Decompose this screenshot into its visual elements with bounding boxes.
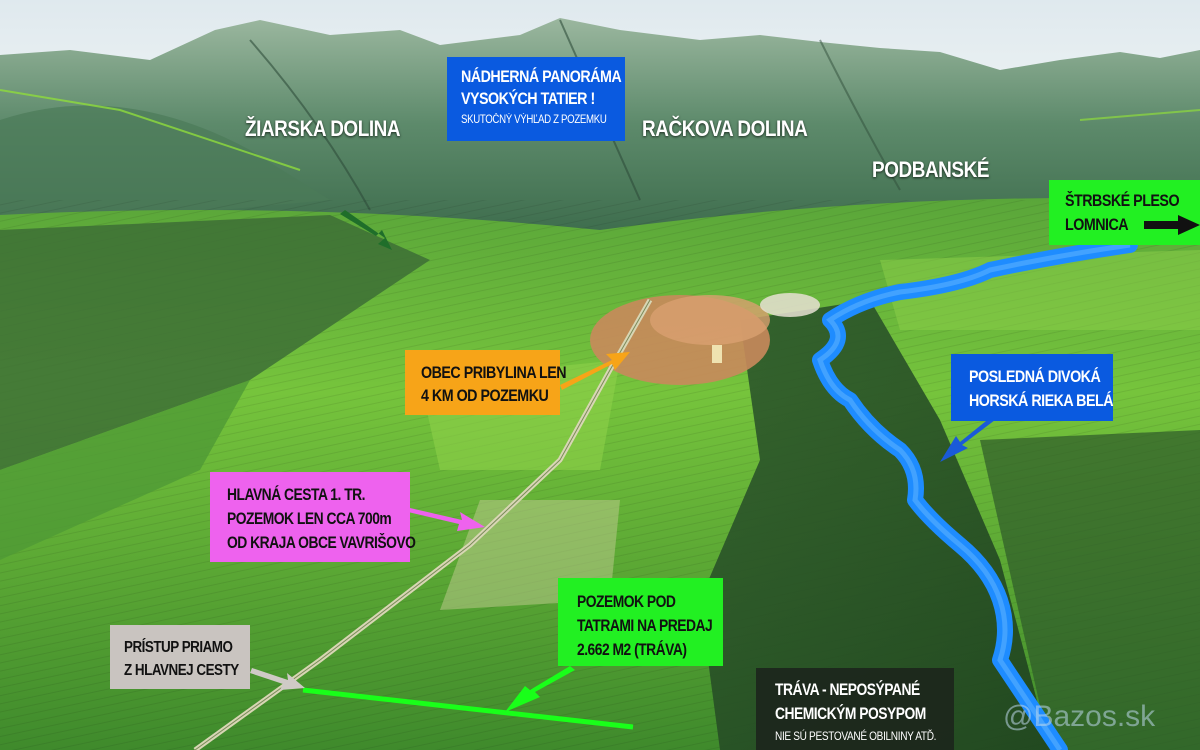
callout-pribylina-line1: OBEC PRIBYLINA LEN (421, 363, 567, 382)
callout-grass-title-1: TRÁVA - NEPOSÝPANÉ (775, 681, 920, 699)
callout-plot-line2: TATRAMI NA PREDAJ (577, 617, 713, 635)
callout-grass-title-2: CHEMICKÝM POSYPOM (775, 705, 926, 723)
callout-access-line2: Z HLAVNEJ CESTY (124, 662, 239, 679)
callout-hlavna-cesta: HLAVNÁ CESTA 1. TR. POZEMOK LEN CCA 700m… (210, 472, 416, 562)
callout-panorama-title-1: NÁDHERNÁ PANORÁMA (461, 67, 622, 86)
place-label-ziarska-dolina: ŽIARSKA DOLINA (245, 116, 401, 141)
callout-river-line1: POSLEDNÁ DIVOKÁ (969, 367, 1101, 386)
callout-access-line1: PRÍSTUP PRIAMO (124, 639, 233, 656)
arrow-right-icon (1144, 215, 1200, 235)
callout-panorama-subtitle: SKUTOČNÝ VÝHĽAD Z POZEMKU (461, 114, 607, 126)
callout-trava: TRÁVA - NEPOSÝPANÉ CHEMICKÝM POSYPOM NIE… (756, 668, 954, 750)
place-label-podbanske: PODBANSKÉ (872, 157, 990, 182)
callout-strbske-pleso: ŠTRBSKÉ PLESO LOMNICA (1049, 180, 1200, 245)
callout-rieka-bela: POSLEDNÁ DIVOKÁ HORSKÁ RIEKA BELÁ (951, 354, 1114, 421)
callout-plot-line3: 2.662 M2 (TRÁVA) (577, 641, 687, 659)
place-label-rackova-dolina: RAČKOVA DOLINA (642, 116, 808, 141)
callout-pristup: PRÍSTUP PRIAMO Z HLAVNEJ CESTY (110, 625, 250, 689)
bazos-watermark: @Bazos.sk (1003, 700, 1156, 733)
callout-panorama-title-2: VYSOKÝCH TATIER ! (461, 89, 595, 108)
callout-road-line3: OD KRAJA OBCE VAVRIŠOVO (227, 534, 416, 552)
callout-grass-subtitle: NIE SÚ PESTOVANÉ OBILNINY ATĎ. (775, 729, 937, 743)
callout-river-line2: HORSKÁ RIEKA BELÁ (969, 391, 1114, 410)
callout-road-line2: POZEMOK LEN CCA 700m (227, 510, 392, 528)
callout-pozemok: POZEMOK POD TATRAMI NA PREDAJ 2.662 M2 (… (558, 578, 723, 666)
callout-pribylina-line2: 4 KM OD POZEMKU (421, 386, 549, 405)
callout-obec-pribylina: OBEC PRIBYLINA LEN 4 KM OD POZEMKU (405, 350, 567, 415)
callout-strbske-line1: ŠTRBSKÉ PLESO (1065, 191, 1180, 210)
callout-panorama: NÁDHERNÁ PANORÁMA VYSOKÝCH TATIER ! SKUT… (447, 57, 625, 141)
callout-strbske-line2: LOMNICA (1065, 215, 1129, 234)
callout-road-line1: HLAVNÁ CESTA 1. TR. (227, 486, 366, 504)
callout-plot-line1: POZEMOK POD (577, 593, 676, 611)
